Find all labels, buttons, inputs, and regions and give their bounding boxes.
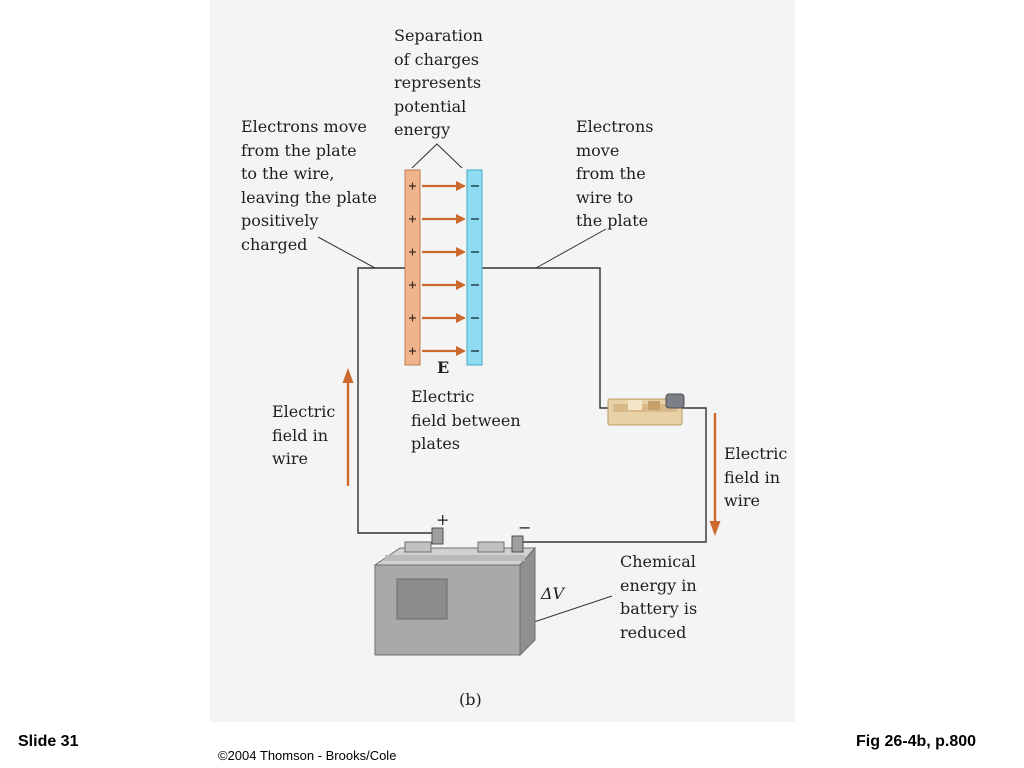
switch-icon: [607, 393, 685, 426]
electrons-right-label: Electrons move from the wire to the plat…: [576, 117, 654, 230]
slide-number: Slide 31: [18, 733, 79, 750]
copyright-text: ©2004 Thomson - Brooks/Cole: [218, 748, 397, 763]
field-wire-right-label: Electric field in wire: [724, 444, 788, 510]
field-wire-left-label: Electric field in wire: [272, 402, 336, 468]
negative-plate: [466, 169, 483, 366]
minus-charges: [471, 185, 479, 352]
figure-reference: Fig 26-4b, p.800: [856, 733, 977, 750]
battery-minus-sign: −: [518, 518, 532, 537]
positive-plate: [404, 169, 421, 366]
field-arrows-between-plates: [422, 181, 466, 356]
separation-label: Separation of charges represents potenti…: [394, 26, 483, 139]
wire-field-arrow-down: [709, 413, 721, 536]
battery-plus-sign: +: [436, 510, 450, 529]
circuit-wire: [357, 267, 707, 543]
plus-charges: [409, 182, 416, 355]
field-symbol: E: [437, 358, 450, 377]
delta-v-label: ΔV: [541, 584, 565, 603]
battery-icon: [373, 527, 537, 657]
wire-field-arrow-up: [342, 368, 354, 486]
part-label: (b): [459, 690, 482, 709]
chemical-energy-label: Chemical energy in battery is reduced: [620, 552, 698, 642]
field-between-label: Electric field between plates: [411, 387, 521, 453]
electrons-left-label: Electrons move from the plate to the wir…: [241, 117, 377, 254]
